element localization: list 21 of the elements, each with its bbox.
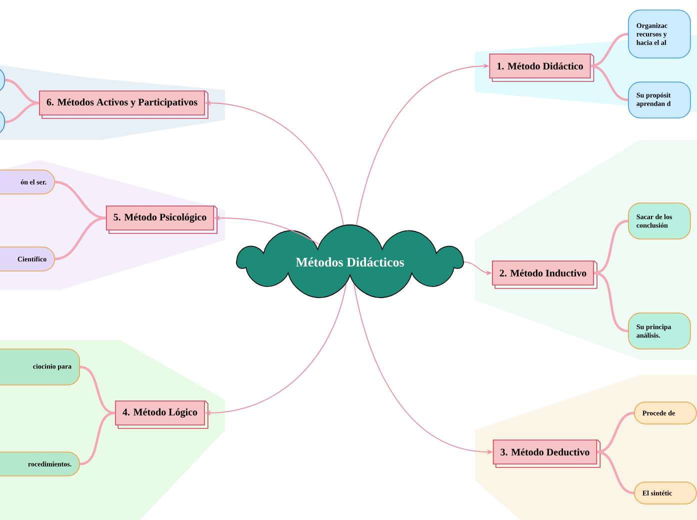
topic-box: 1. Método Didáctico	[489, 53, 594, 82]
connector-line	[80, 412, 116, 466]
connector-line	[594, 272, 628, 332]
connector-line	[54, 216, 106, 260]
connector-line	[54, 180, 106, 220]
connector-line	[80, 366, 116, 414]
topic-box: 5. Método Psicológico	[106, 205, 218, 234]
empty-box	[0, 108, 6, 136]
connector-line	[596, 412, 634, 454]
connector-line	[4, 78, 40, 104]
topic-box: 6. Métodos Activos y Participativos	[39, 90, 208, 119]
connector-line	[596, 450, 634, 494]
topic-box: 3. Método Deductivo	[492, 439, 601, 468]
topic-box: 2. Método Inductivo	[492, 260, 598, 289]
connector-line	[594, 220, 628, 274]
connector-line	[590, 32, 628, 68]
empty-box	[0, 66, 6, 94]
central-cloud: Métodos Didácticos	[236, 224, 464, 298]
connector-line	[4, 102, 40, 124]
topic-box: 4. Método Lógico	[115, 400, 208, 429]
connector-line	[590, 64, 628, 102]
